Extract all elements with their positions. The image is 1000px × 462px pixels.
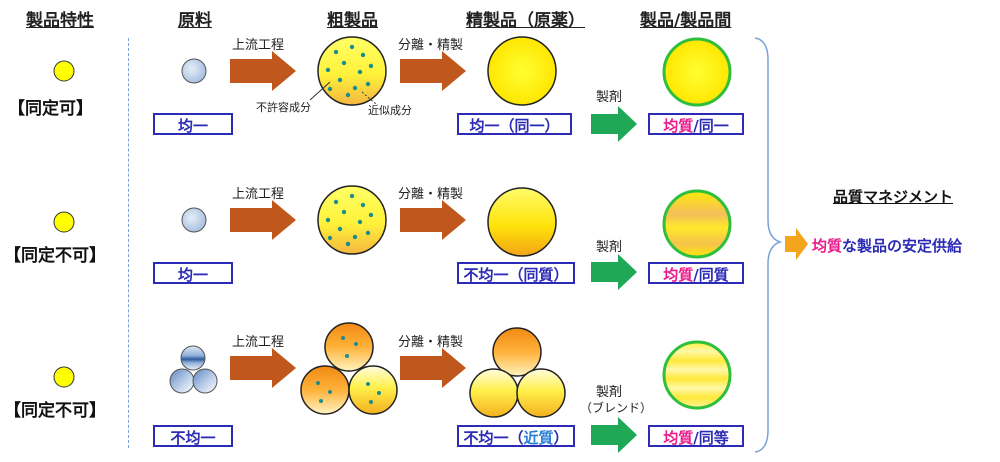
raw-box-3: 不均一 <box>153 425 233 447</box>
quality-result: 均質な製品の安定供給 <box>812 235 962 256</box>
formulation-arrow-1 <box>591 106 637 142</box>
refined-box-3-part-a: 不均一（ <box>463 429 524 447</box>
formulation-arrow-2 <box>591 254 637 290</box>
supply-arrow <box>785 228 808 260</box>
final-product-3 <box>662 340 732 410</box>
raw-material-cluster-3 <box>169 345 218 394</box>
final-product-1 <box>662 37 732 107</box>
crude-product-1 <box>309 36 387 106</box>
formulation-arrow-3 <box>591 417 637 453</box>
refined-box-1: 均一（同一） <box>457 113 572 135</box>
step-upstream-1: 上流工程 <box>232 38 285 53</box>
step-formulation-3: 製剤 <box>596 385 623 400</box>
step-separation-1: 分離・精製 <box>398 38 464 53</box>
product-box-1-part-a: 均質 <box>663 117 694 135</box>
product-box-2: 均質/同質 <box>648 262 744 284</box>
refined-product-1 <box>487 36 557 106</box>
crude-product-cluster-3 <box>300 322 398 415</box>
upstream-arrow-1 <box>230 51 296 91</box>
step-separation-2: 分離・精製 <box>398 187 464 202</box>
characteristic-dot-2 <box>53 211 75 233</box>
annotation-similar: 近似成分 <box>368 104 412 117</box>
annotation-impurity: 不許容成分 <box>256 101 311 114</box>
step-formulation-2: 製剤 <box>596 240 623 255</box>
raw-box-1: 均一 <box>153 113 233 135</box>
refined-box-2: 不均一（同質） <box>457 262 575 284</box>
step-formulation-3-note: （ブレンド） <box>580 401 653 415</box>
product-box-2-part-a: 均質 <box>663 266 694 284</box>
quality-result-part-a: 均質 <box>812 237 843 255</box>
refined-box-3-part-c: ） <box>553 429 569 447</box>
raw-box-2: 均一 <box>153 262 233 284</box>
product-box-1-part-b: /同一 <box>693 117 729 135</box>
refined-box-3: 不均一（近質） <box>457 425 575 447</box>
separation-arrow-2 <box>400 200 466 240</box>
upstream-arrow-2 <box>230 200 296 240</box>
row-label-1: 【同定可】 <box>8 99 93 119</box>
step-upstream-2: 上流工程 <box>232 187 285 202</box>
group-brace <box>754 37 783 453</box>
quality-result-part-b: な製品の安定供給 <box>842 237 963 255</box>
row-label-3: 【同定不可】 <box>4 401 106 421</box>
header-crude: 粗製品 <box>327 11 378 31</box>
quality-management-title: 品質マネジメント <box>833 188 954 206</box>
step-separation-3: 分離・精製 <box>398 335 464 350</box>
upstream-arrow-3 <box>230 348 296 388</box>
header-refined: 精製品（原薬） <box>466 11 585 31</box>
row-label-2: 【同定不可】 <box>4 246 106 266</box>
header-characteristics: 製品特性 <box>26 11 94 31</box>
refined-box-3-part-b: 近質 <box>523 429 554 447</box>
product-box-3-part-a: 均質 <box>663 429 694 447</box>
product-box-3: 均質/同等 <box>648 425 744 447</box>
refined-product-2 <box>487 187 557 257</box>
separation-arrow-1 <box>400 51 466 91</box>
crude-product-2 <box>317 185 387 255</box>
product-box-1: 均質/同一 <box>648 113 744 135</box>
raw-material-circle-2 <box>181 207 207 233</box>
characteristic-dot-3 <box>53 366 75 388</box>
refined-product-cluster-3 <box>469 327 566 418</box>
raw-material-circle-1 <box>181 58 207 84</box>
characteristic-dot-1 <box>53 60 75 82</box>
product-box-3-part-b: /同等 <box>693 429 729 447</box>
step-formulation-1: 製剤 <box>596 90 623 105</box>
divider-line <box>128 38 129 448</box>
header-raw: 原料 <box>178 11 212 31</box>
header-product: 製品/製品間 <box>640 11 732 31</box>
separation-arrow-3 <box>400 348 466 388</box>
step-upstream-3: 上流工程 <box>232 335 285 350</box>
product-box-2-part-b: /同質 <box>693 266 729 284</box>
final-product-2 <box>662 189 732 259</box>
